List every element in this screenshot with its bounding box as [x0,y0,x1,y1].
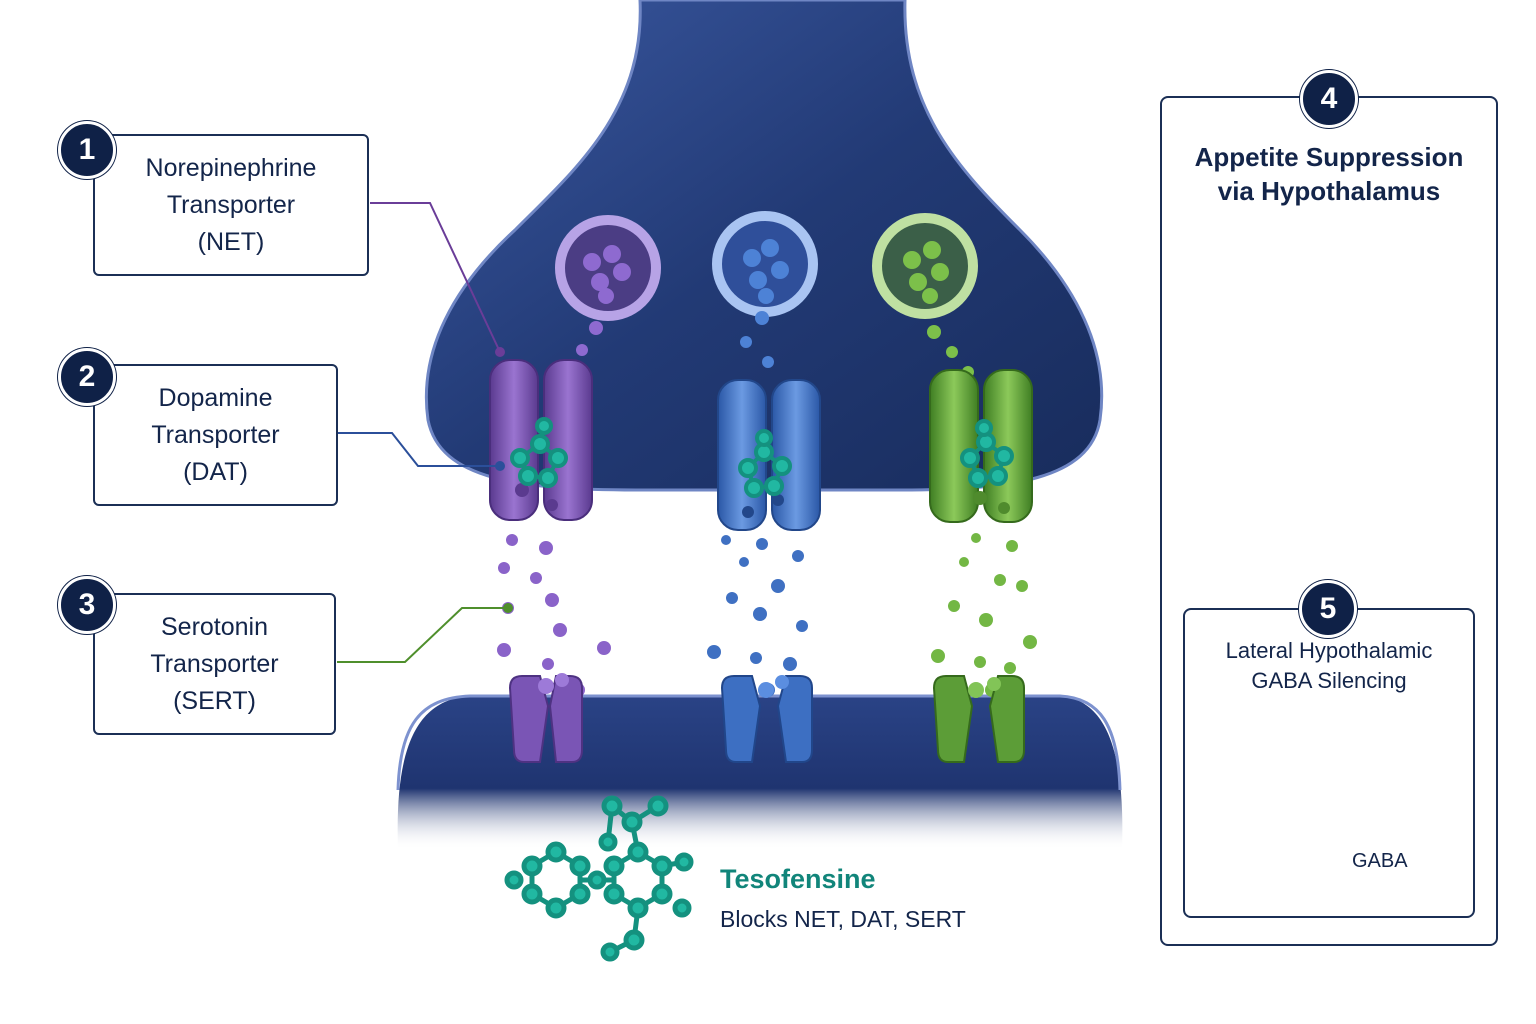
sert-label-line-3: (SERT) [173,686,256,715]
sert-connector-line [337,603,513,663]
step-1-badge: 1 [58,121,116,179]
dat-connector-line [337,432,505,471]
net-label-line-1: Norepinephrine [145,153,317,182]
tesofensine-molecule [504,795,694,962]
dat-release-dots [740,311,774,368]
dat-label-box: Dopamine Transporter (DAT) [93,364,338,506]
dat-receptor [720,675,813,763]
net-label-line-3: (NET) [197,227,265,256]
sert-vesicle [872,213,978,319]
serotonin-particles [931,533,1037,697]
drug-description: Blocks NET, DAT, SERT [720,906,966,932]
dopamine-particles [707,535,808,697]
sert-label-box: Serotonin Transporter (SERT) [93,593,336,735]
dat-label-line-3: (DAT) [183,457,248,486]
step-4-badge: 4 [1300,70,1358,128]
panel-title-line-2: via Hypothalamus [1217,176,1441,206]
step-3-badge: 3 [58,576,116,634]
subpanel-title: Lateral Hypothalamic GABA Silencing [1190,636,1468,696]
postsynaptic-edge [396,694,1122,791]
drug-molecule-in-net [510,417,568,488]
drug-molecule-in-sert [960,419,1014,488]
norepinephrine-particles [497,534,611,697]
dat-label-line-2: Transporter [151,420,280,449]
net-transporter [489,359,593,521]
gaba-label: GABA [1352,850,1408,872]
net-receptor [508,673,583,763]
net-label-box: Norepinephrine Transporter (NET) [93,134,369,276]
sert-label-line-1: Serotonin [160,612,269,641]
drug-molecule-in-dat [738,429,792,498]
sert-receptor [932,675,1025,763]
subpanel-title-line-2: GABA Silencing [1251,668,1407,693]
net-vesicle [555,215,661,321]
step-5-badge: 5 [1299,580,1357,638]
net-connector-line [370,202,505,357]
dat-label-line-1: Dopamine [158,383,273,412]
step-2-badge: 2 [58,348,116,406]
panel-title: Appetite Suppression via Hypothalamus [1170,140,1488,208]
panel-title-line-1: Appetite Suppression [1194,142,1464,172]
sert-label-line-2: Transporter [150,649,279,678]
drug-name: Tesofensine [720,864,876,894]
subpanel-title-line-1: Lateral Hypothalamic [1225,638,1433,663]
net-label-line-2: Transporter [166,190,296,219]
dat-vesicle [712,211,818,317]
